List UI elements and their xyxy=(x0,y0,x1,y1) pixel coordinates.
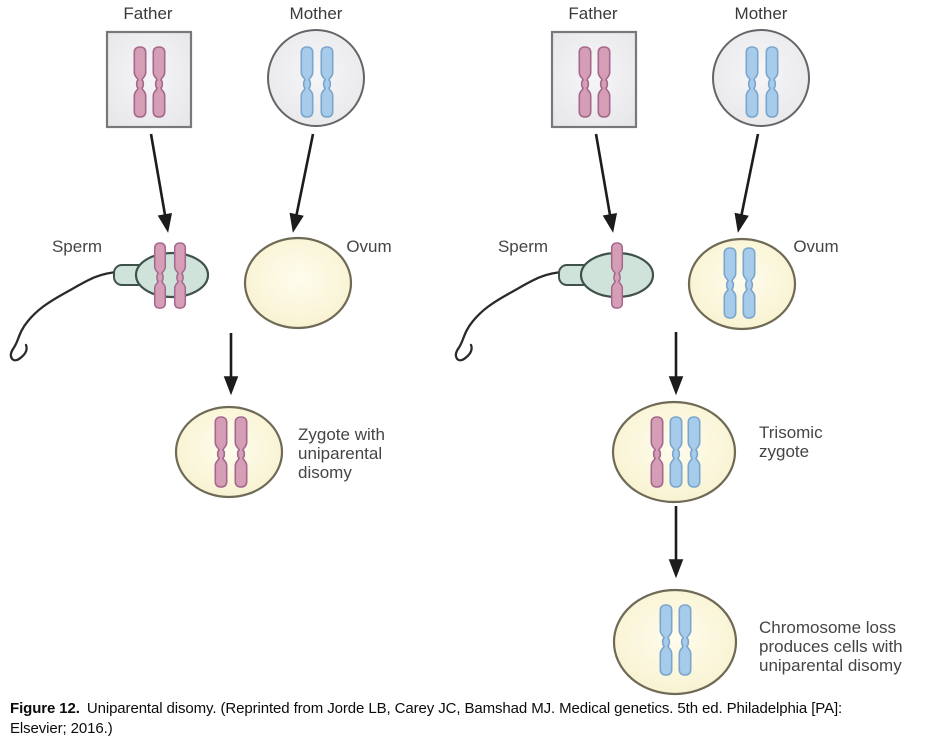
sperm-head xyxy=(134,251,210,299)
right-mother-label: Mother xyxy=(735,4,788,23)
arrow-father-to-sperm xyxy=(149,133,173,233)
left-father-label: Father xyxy=(123,4,172,23)
left-zygote-label: Zygote with uniparental disomy xyxy=(298,425,390,482)
arrow-mother-to-ovum xyxy=(289,133,315,233)
left-zygote-label-line2: uniparental xyxy=(298,444,382,463)
left-zygote-cell xyxy=(174,405,284,499)
arrow-father-to-sperm xyxy=(594,133,618,233)
sperm-tail xyxy=(454,270,566,362)
left-zygote-label-line3: disomy xyxy=(298,463,352,482)
caption-line-1: Figure 12. Uniparental disomy. (Reprinted… xyxy=(10,699,945,719)
right-sperm-cell xyxy=(454,242,655,362)
trisomic-label-line1: Trisomic xyxy=(759,423,823,442)
diagram-canvas: Father Mother Sperm Ovum Zygote with uni… xyxy=(9,4,907,696)
caption-text-2: Elsevier; 2016.) xyxy=(10,720,113,737)
chromosome-loss-label: Chromosome loss produces cells with unip… xyxy=(759,618,907,675)
left-sperm-cell xyxy=(9,242,210,362)
caption-line-2: Elsevier; 2016.) xyxy=(10,719,945,739)
right-panel: Father Mother Sperm Ovum Trisomic zygote xyxy=(454,4,907,696)
right-mother-cell xyxy=(712,29,810,127)
trisomic-zygote-label: Trisomic zygote xyxy=(759,423,827,461)
loss-label-line3: uniparental disomy xyxy=(759,656,902,675)
loss-label-line1: Chromosome loss xyxy=(759,618,896,637)
right-father-cell xyxy=(550,30,638,129)
left-sperm-label: Sperm xyxy=(52,237,102,256)
right-father-label: Father xyxy=(568,4,617,23)
chromosome-loss-cell xyxy=(612,588,738,696)
trisomic-label-line2: zygote xyxy=(759,442,809,461)
right-sperm-label: Sperm xyxy=(498,237,548,256)
left-ovum-label: Ovum xyxy=(346,237,391,256)
loss-label-line2: produces cells with xyxy=(759,637,903,656)
left-ovum-cell xyxy=(243,236,353,330)
arrow-mother-to-ovum xyxy=(734,133,760,233)
left-zygote-label-line1: Zygote with xyxy=(298,425,385,444)
caption-figure-number: Figure 12. xyxy=(10,700,80,717)
left-father-cell xyxy=(105,30,193,129)
left-mother-label: Mother xyxy=(290,4,343,23)
right-ovum-cell xyxy=(687,237,797,331)
uniparental-disomy-diagram: Father Mother Sperm Ovum Zygote with uni… xyxy=(9,4,907,696)
caption-text-1: Uniparental disomy. (Reprinted from Jord… xyxy=(86,700,843,717)
sperm-tail xyxy=(9,270,121,362)
figure-caption: Figure 12. Uniparental disomy. (Reprinted… xyxy=(10,699,945,739)
left-mother-cell xyxy=(267,29,365,127)
left-panel: Father Mother Sperm Ovum Zygote with uni… xyxy=(9,4,392,499)
right-ovum-label: Ovum xyxy=(793,237,838,256)
